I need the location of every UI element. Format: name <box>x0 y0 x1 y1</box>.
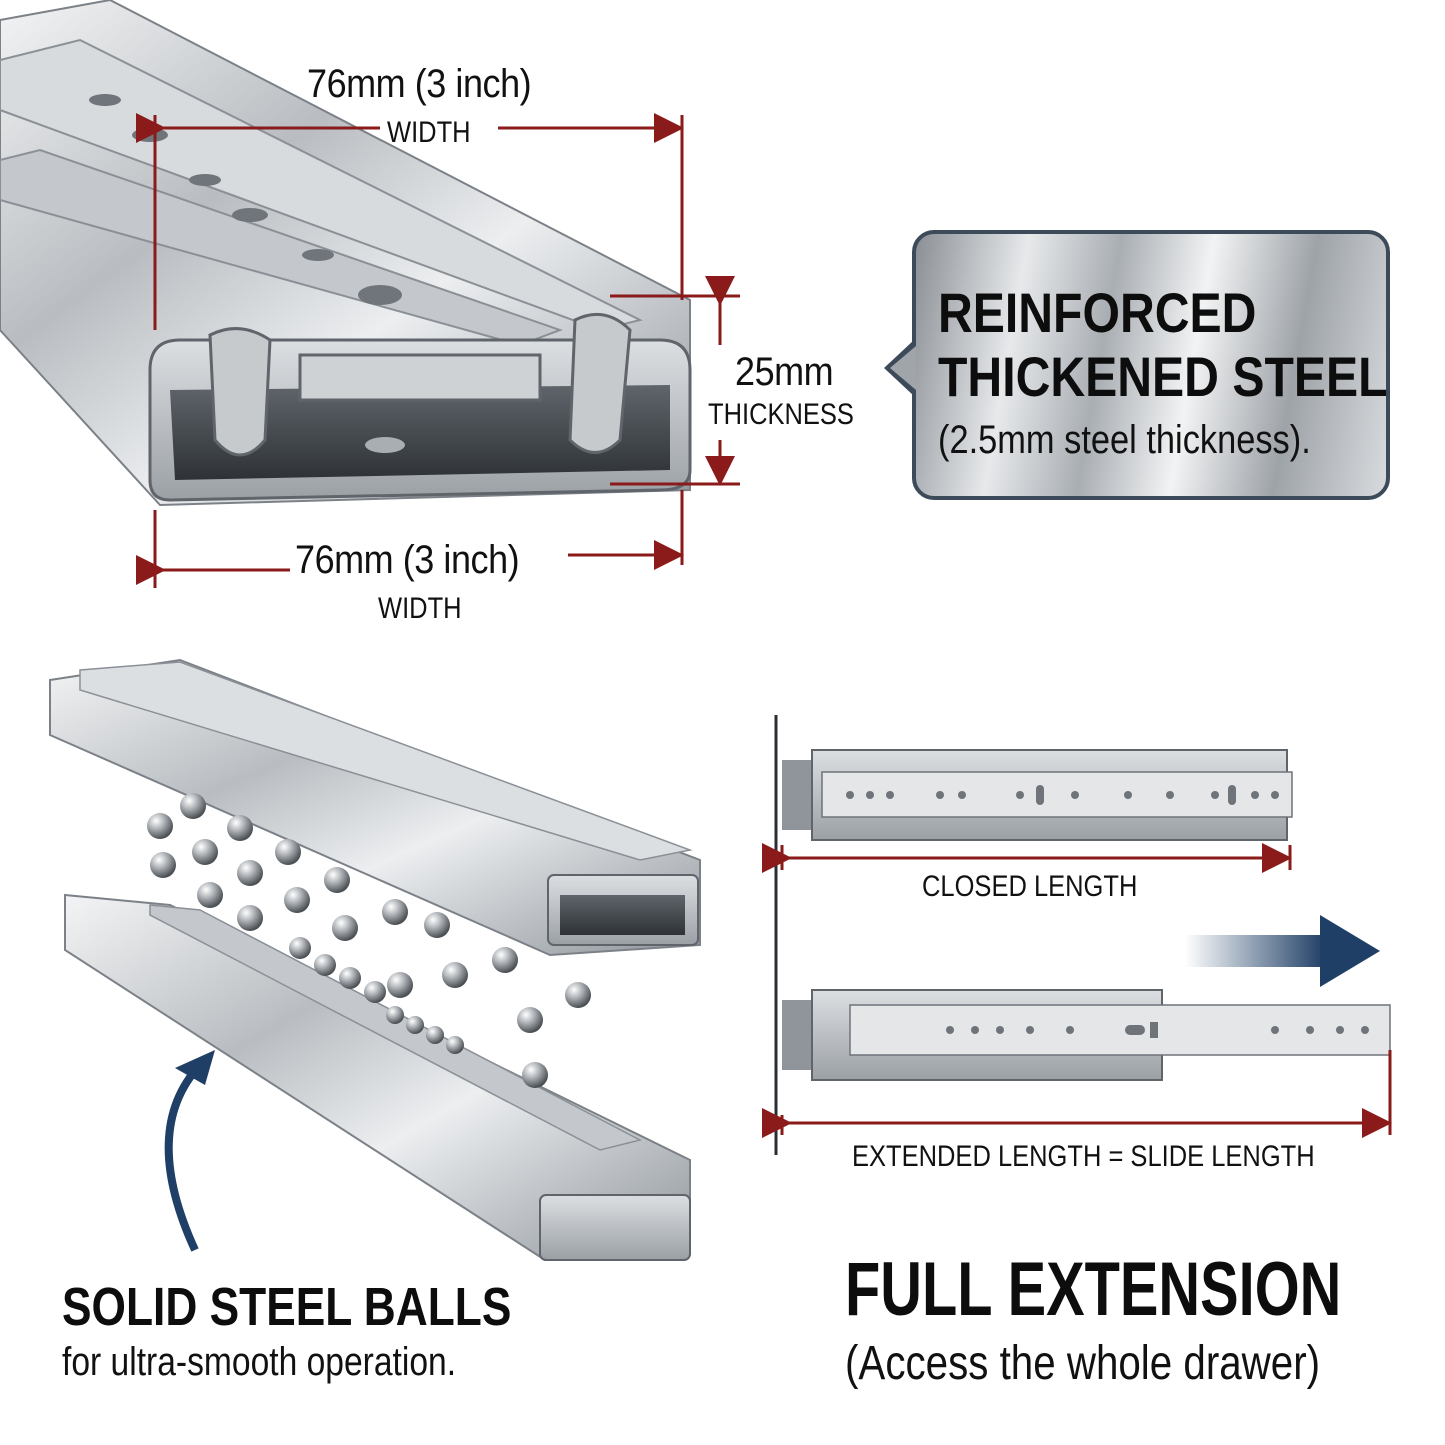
extended-length-line <box>762 1050 1392 1138</box>
top-width-label: WIDTH <box>387 116 471 149</box>
balls-caption-subtitle: for ultra-smooth operation. <box>62 1340 457 1384</box>
curved-arrow <box>164 1062 203 1252</box>
rail-cross-section <box>0 0 692 507</box>
steel-balls <box>147 793 591 1088</box>
thickness-value: 25mm <box>735 350 834 394</box>
dimension-lines <box>136 113 740 588</box>
extension-arrow <box>1185 915 1380 987</box>
bottom-width-value: 76mm (3 inch) <box>295 538 520 582</box>
bottom-width-label: WIDTH <box>378 592 462 625</box>
badge-pointer-fill <box>890 346 916 390</box>
balls-caption-title: SOLID STEEL BALLS <box>62 1277 512 1337</box>
closed-slide <box>774 715 1293 1155</box>
exploded-rail <box>49 658 701 1262</box>
badge-line-2: THICKENED STEEL <box>938 345 1388 408</box>
top-width-value: 76mm (3 inch) <box>307 62 532 106</box>
steel-badge <box>912 230 1390 500</box>
badge-line-1: REINFORCED <box>938 281 1257 344</box>
extended-slide <box>782 989 1391 1081</box>
closed-length-label: CLOSED LENGTH <box>922 870 1138 903</box>
badge-line-3: (2.5mm steel thickness). <box>938 418 1311 462</box>
closed-length-line <box>762 843 1292 873</box>
thickness-label: THICKNESS <box>708 398 854 431</box>
curved-arrow-head <box>175 1050 215 1085</box>
extension-caption-subtitle: (Access the whole drawer) <box>845 1337 1321 1390</box>
extended-length-label: EXTENDED LENGTH = SLIDE LENGTH <box>852 1140 1315 1173</box>
extension-caption-title: FULL EXTENSION <box>845 1247 1342 1332</box>
